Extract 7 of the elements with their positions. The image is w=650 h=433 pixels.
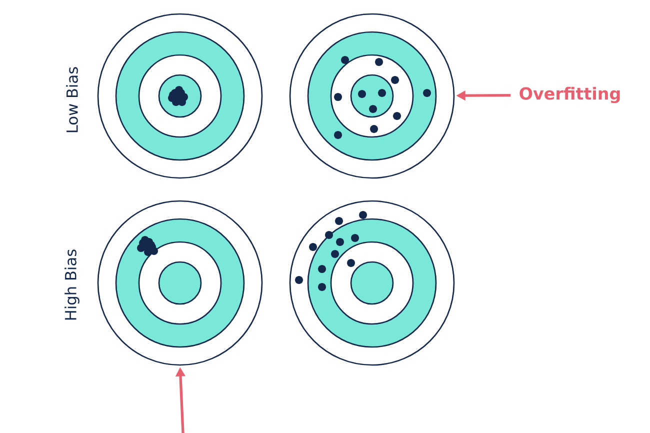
target-drawing [97, 200, 263, 366]
target-drawing [289, 200, 455, 366]
callout-text: Overfitting [520, 86, 620, 104]
row-label: High Bias [64, 250, 80, 320]
target-drawing [97, 13, 263, 179]
row-label: Low Bias [66, 67, 78, 132]
target-drawing [289, 13, 455, 179]
